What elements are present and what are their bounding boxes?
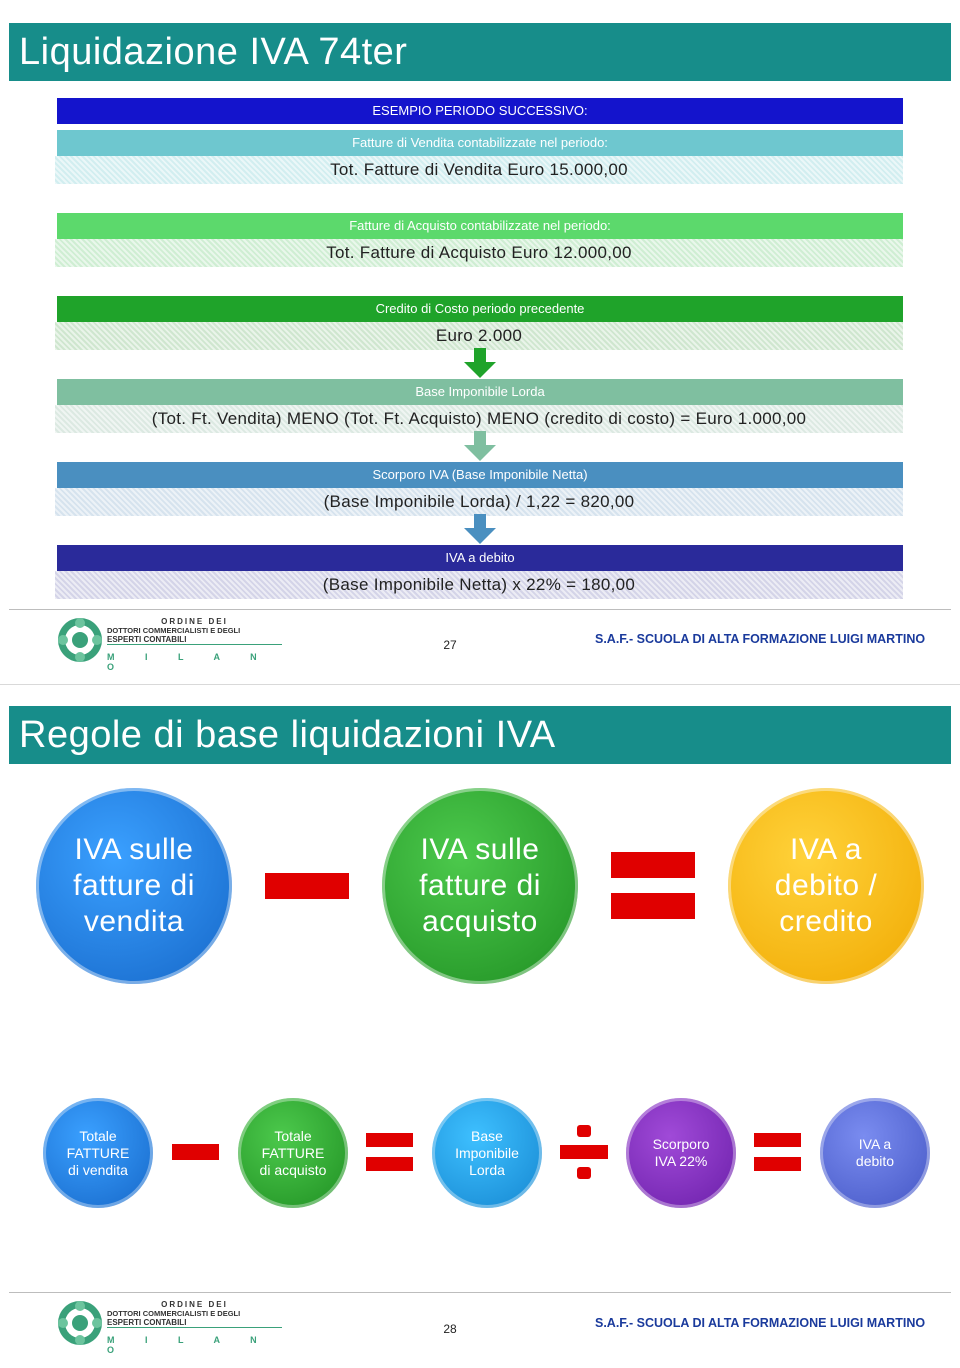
purchase-header: Fatture di Acquisto contabilizzate nel p… [57, 213, 903, 239]
vat-debit-value: (Base Imponibile Netta) x 22% = 180,00 [55, 571, 903, 599]
slide-27: Liquidazione IVA 74ter ESEMPIO PERIODO S… [9, 23, 951, 672]
sales-value: Tot. Fatture di Vendita Euro 15.000,00 [55, 156, 903, 184]
credit-header: Credito di Costo periodo precedente [57, 296, 903, 322]
sales-header: Fatture di Vendita contabilizzate nel pe… [57, 130, 903, 156]
big-circle-purchase-vat: IVA sulle fatture di acquisto [382, 788, 578, 984]
divide-bar [560, 1145, 608, 1159]
equals-icon-top [754, 1133, 801, 1147]
down-arrow-icon [464, 514, 496, 544]
net-base-value: (Base Imponibile Lorda) / 1,22 = 820,00 [55, 488, 903, 516]
logo-text-line2: DOTTORI COMMERCIALISTI E DEGLI [107, 1309, 241, 1318]
small-circle-label: Base Imponibile Lorda [455, 1127, 519, 1178]
big-circle-label: IVA sulle fatture di vendita [73, 833, 195, 938]
small-circle-total-purchases: Totale FATTURE di acquisto [238, 1098, 348, 1208]
logo-text-line3: ESPERTI CONTABILI [107, 635, 187, 644]
logo-emblem-icon [58, 1301, 102, 1345]
down-arrow-icon [464, 348, 496, 378]
odcec-milano-logo: ORDINE DEI DOTTORI COMMERCIALISTI E DEGL… [55, 1298, 285, 1355]
big-circle-vat-balance: IVA a debito / credito [728, 788, 924, 984]
school-name: S.A.F.- SCUOLA DI ALTA FORMAZIONE LUIGI … [595, 632, 926, 646]
big-circle-label: IVA sulle fatture di acquisto [419, 833, 541, 938]
footer-divider [9, 609, 951, 610]
purchase-value: Tot. Fatture di Acquisto Euro 12.000,00 [55, 239, 903, 267]
down-arrow-icon [464, 431, 496, 461]
slide-title: Liquidazione IVA 74ter [19, 31, 408, 73]
page-number: 28 [443, 1322, 457, 1336]
slide-title: Regole di base liquidazioni IVA [19, 714, 556, 756]
example-header: ESEMPIO PERIODO SUCCESSIVO: [57, 98, 903, 124]
logo-city: M I L A N O [107, 1335, 271, 1355]
slide-title-bar: Regole di base liquidazioni IVA [9, 706, 951, 764]
vat-debit-header: IVA a debito [57, 545, 903, 571]
equals-icon-bottom [611, 893, 695, 919]
logo-emblem-icon [58, 618, 102, 662]
divide-dot-bottom [577, 1167, 591, 1179]
logo-city: M I L A N O [107, 652, 271, 672]
school-name: S.A.F.- SCUOLA DI ALTA FORMAZIONE LUIGI … [595, 1316, 926, 1330]
equals-icon-top [366, 1133, 413, 1147]
odcec-milano-logo: ORDINE DEI DOTTORI COMMERCIALISTI E DEGL… [55, 615, 285, 672]
small-circle-label: Totale FATTURE di acquisto [259, 1127, 327, 1178]
slide-title-bar: Liquidazione IVA 74ter [9, 23, 951, 81]
equals-icon-bottom [754, 1157, 801, 1171]
gross-base-header: Base Imponibile Lorda [57, 379, 903, 405]
equals-icon-top [611, 852, 695, 878]
divide-dot-top [577, 1125, 591, 1137]
equals-icon-bottom [366, 1157, 413, 1171]
small-circle-label: IVA a debito [855, 1136, 895, 1169]
page-number: 27 [443, 638, 457, 652]
logo-rule [107, 644, 282, 645]
slide-28: Regole di base liquidazioni IVA IVA sull… [0, 684, 960, 1368]
gross-base-value: (Tot. Ft. Vendita) MENO (Tot. Ft. Acquis… [55, 405, 903, 433]
small-circle-vat-debit: IVA a debito [820, 1098, 930, 1208]
minus-icon [172, 1144, 219, 1160]
small-circle-label: Scorporo IVA 22% [652, 1136, 710, 1169]
logo-text-line3: ESPERTI CONTABILI [107, 1318, 187, 1327]
footer-divider [9, 1292, 951, 1293]
credit-value: Euro 2.000 [55, 322, 903, 350]
small-circle-total-sales: Totale FATTURE di vendita [43, 1098, 153, 1208]
big-circle-label: IVA a debito / credito [774, 833, 878, 938]
logo-text-line1: ORDINE DEI [161, 1300, 228, 1309]
net-base-header: Scorporo IVA (Base Imponibile Netta) [57, 462, 903, 488]
minus-icon [265, 873, 349, 899]
small-circle-gross-base: Base Imponibile Lorda [432, 1098, 542, 1208]
logo-text-line2: DOTTORI COMMERCIALISTI E DEGLI [107, 626, 241, 635]
logo-text-line1: ORDINE DEI [161, 617, 228, 626]
big-circle-sales-vat: IVA sulle fatture di vendita [36, 788, 232, 984]
small-circle-vat-extraction: Scorporo IVA 22% [626, 1098, 736, 1208]
small-circle-label: Totale FATTURE di vendita [66, 1127, 130, 1178]
logo-rule [107, 1327, 282, 1328]
divide-icon [560, 1125, 608, 1179]
